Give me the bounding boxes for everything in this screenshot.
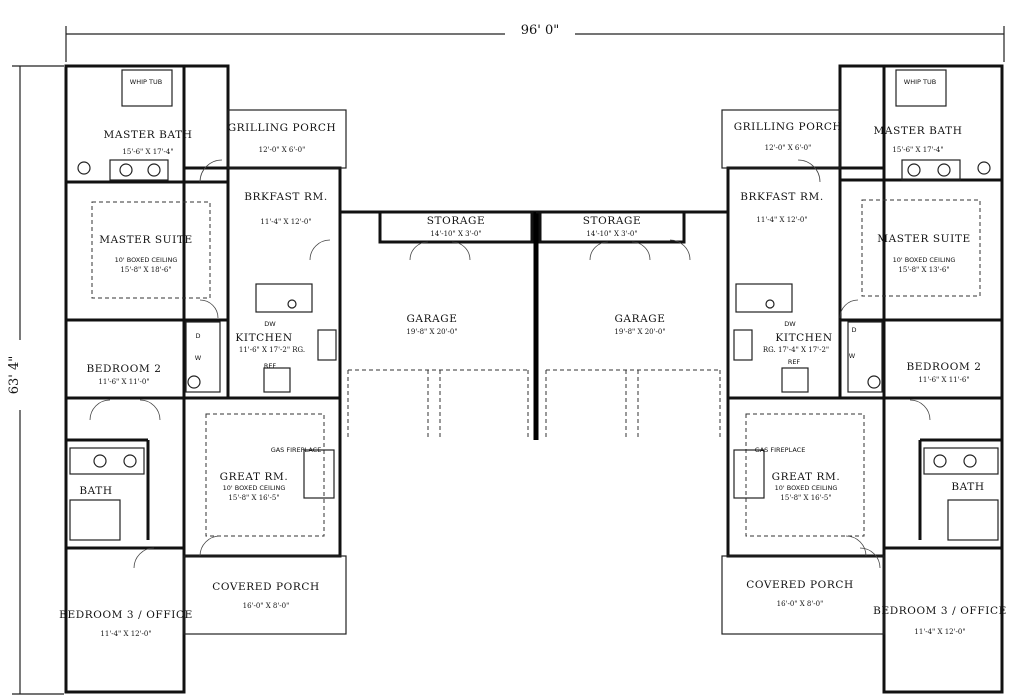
left-storage-label: STORAGE <box>427 215 486 227</box>
left-storage-dim: 14'-10" X 3'-0" <box>430 230 481 238</box>
right-bath-label: BATH <box>951 481 984 493</box>
right-w-label: W <box>849 352 856 360</box>
right-fireplace-label: GAS FIREPLACE <box>755 446 806 454</box>
overall-depth-label: 63' 4" <box>7 356 22 395</box>
right-covered-porch-label: COVERED PORCH <box>746 579 854 591</box>
right-master-suite-dim: 15'-8" X 13'-6" <box>898 266 949 274</box>
right-master-suite-note: 10' BOXED CEILING <box>893 256 956 264</box>
left-master-suite-dim: 15'-8" X 18'-6" <box>120 266 171 274</box>
left-great-room-dim: 15'-8" X 16'-5" <box>228 494 279 502</box>
refrigerator-icon <box>781 367 809 393</box>
left-garage-dim: 19'-8" X 20'-0" <box>406 328 457 336</box>
left-covered-porch-label: COVERED PORCH <box>212 581 320 593</box>
water-heater-icon <box>867 375 881 389</box>
refrigerator-icon <box>263 367 291 393</box>
sink-icon <box>765 299 775 309</box>
door-swings <box>89 159 931 569</box>
right-great-room-dim: 15'-8" X 16'-5" <box>780 494 831 502</box>
width-dimension: 96' 0" <box>65 22 1005 62</box>
left-grilling-porch-dim: 12'-0" X 6'-0" <box>259 146 306 154</box>
left-unit-walls <box>64 64 347 694</box>
right-bedroom3-dim: 11'-4" X 12'-0" <box>914 628 965 636</box>
right-great-room-label: GREAT RM. <box>772 471 841 483</box>
bathtub-icon <box>947 499 999 541</box>
right-master-bath-label: MASTER BATH <box>874 125 963 137</box>
boxed-ceilings <box>91 199 981 537</box>
right-dw-label: DW <box>784 320 796 328</box>
left-master-suite-label: MASTER SUITE <box>99 234 193 246</box>
left-master-bath-dim: 15'-6" X 17'-4" <box>122 148 173 156</box>
sink-icon <box>287 299 297 309</box>
left-ref-label: REF <box>264 362 277 370</box>
left-dw-label: DW <box>264 320 276 328</box>
right-bedroom2-dim: 11'-6" X 11'-6" <box>918 376 969 384</box>
whirlpool-tub-icon <box>121 69 173 107</box>
water-heater-icon <box>187 375 201 389</box>
fireplace-icon <box>733 449 765 499</box>
range-icon <box>733 329 753 361</box>
right-grilling-porch-label: GRILLING PORCH <box>734 121 843 133</box>
left-whirlpool-label: WHIP TUB <box>130 78 162 86</box>
right-storage-label: STORAGE <box>583 215 642 227</box>
right-kitchen-label: KITCHEN <box>775 332 832 344</box>
right-bedroom2-label: BEDROOM 2 <box>906 361 981 373</box>
right-garage-dim: 19'-8" X 20'-0" <box>614 328 665 336</box>
left-covered-porch-dim: 16'-0" X 8'-0" <box>243 602 290 610</box>
left-bedroom2-dim: 11'-6" X 11'-0" <box>98 378 149 386</box>
right-unit-walls <box>721 64 1004 694</box>
fireplace-icon <box>303 449 335 499</box>
right-d-label: D <box>851 326 856 334</box>
toilet-icon <box>977 161 991 175</box>
left-brkfast-label: BRKFAST RM. <box>244 191 328 203</box>
left-great-room-note: 10' BOXED CEILING <box>223 484 286 492</box>
left-fireplace-label: GAS FIREPLACE <box>271 446 322 454</box>
right-garage-walls <box>536 210 730 440</box>
left-d-label: D <box>195 332 200 340</box>
right-brkfast-label: BRKFAST RM. <box>740 191 824 203</box>
right-covered-porch-dim: 16'-0" X 8'-0" <box>777 600 824 608</box>
left-w-label: W <box>195 354 202 362</box>
range-icon <box>317 329 337 361</box>
left-garage-walls <box>338 210 536 440</box>
left-brkfast-dim: 11'-4" X 12'-0" <box>260 218 311 226</box>
right-unit-labels: WHIP TUB MASTER BATH 15'-6" X 17'-4" GRI… <box>583 78 1007 636</box>
right-bedroom3-label: BEDROOM 3 / OFFICE <box>873 605 1007 617</box>
right-brkfast-dim: 11'-4" X 12'-0" <box>756 216 807 224</box>
right-grilling-porch-dim: 12'-0" X 6'-0" <box>765 144 812 152</box>
left-kitchen-label: KITCHEN <box>235 332 292 344</box>
left-unit-labels: WHIP TUB MASTER BATH 15'-6" X 17'-4" GRI… <box>59 78 485 638</box>
depth-dimension: 63' 4" <box>6 65 64 695</box>
overall-width-label: 96' 0" <box>521 23 560 38</box>
right-whirlpool-label: WHIP TUB <box>904 78 936 86</box>
left-kitchen-dim: 11'-6" X 17'-2" RG. <box>239 346 305 354</box>
right-ref-label: REF <box>788 358 801 366</box>
left-bedroom2-label: BEDROOM 2 <box>86 363 161 375</box>
right-storage-dim: 14'-10" X 3'-0" <box>586 230 637 238</box>
right-kitchen-dim: RG. 17'-4" X 17'-2" <box>763 346 829 354</box>
left-fixtures <box>69 69 337 541</box>
left-bath-label: BATH <box>79 485 112 497</box>
left-great-room-label: GREAT RM. <box>220 471 289 483</box>
left-bedroom3-dim: 11'-4" X 12'-0" <box>100 630 151 638</box>
toilet-icon <box>77 161 91 175</box>
right-great-room-note: 10' BOXED CEILING <box>775 484 838 492</box>
left-grilling-porch-label: GRILLING PORCH <box>228 122 337 134</box>
bathtub-icon <box>69 499 121 541</box>
left-bedroom3-label: BEDROOM 3 / OFFICE <box>59 609 193 621</box>
right-fixtures <box>733 69 999 541</box>
right-master-suite-label: MASTER SUITE <box>877 233 971 245</box>
right-garage-label: GARAGE <box>614 313 665 325</box>
left-garage-label: GARAGE <box>406 313 457 325</box>
left-master-suite-note: 10' BOXED CEILING <box>115 256 178 264</box>
whirlpool-tub-icon <box>895 69 947 107</box>
left-master-bath-label: MASTER BATH <box>104 129 193 141</box>
right-master-bath-dim: 15'-6" X 17'-4" <box>892 146 943 154</box>
